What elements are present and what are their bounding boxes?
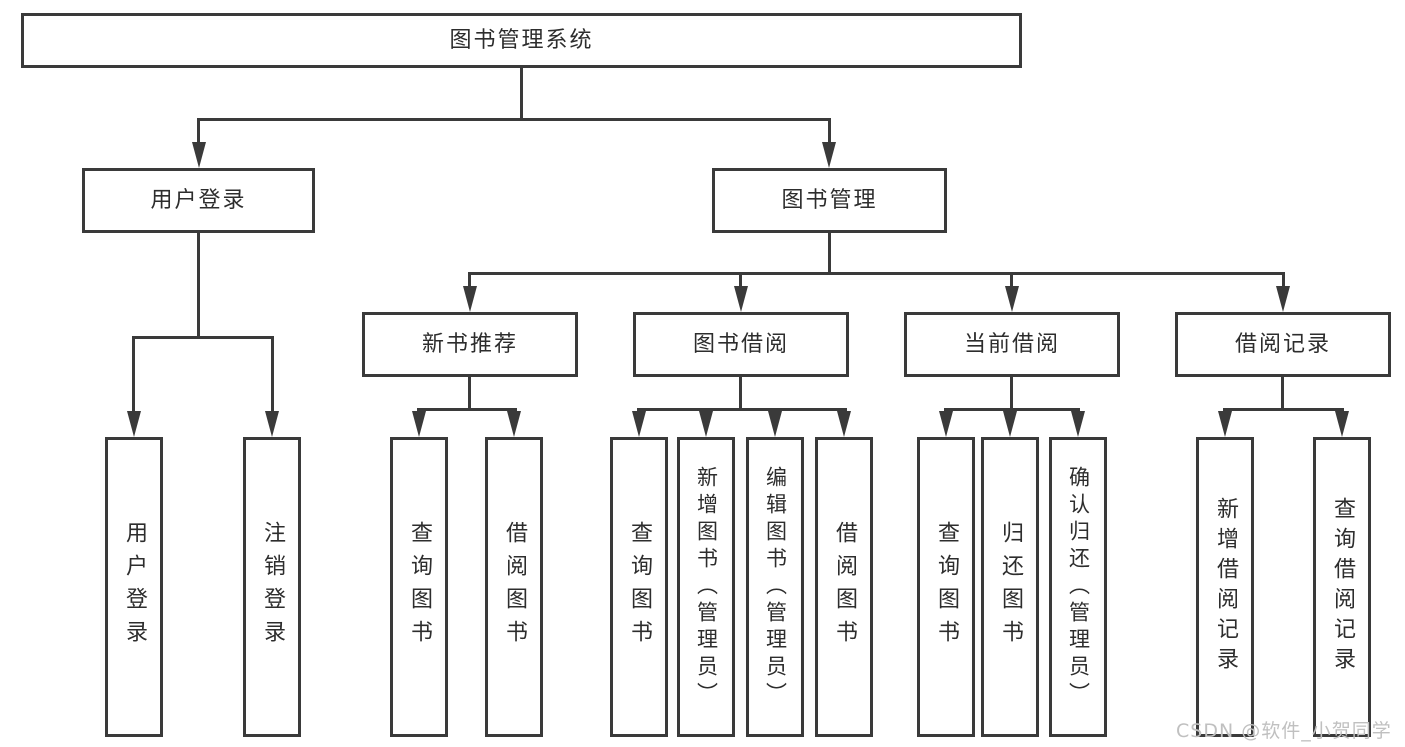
connector-borrow-records-stem: [1281, 377, 1284, 410]
connector-drop-leaf-login: [132, 336, 135, 416]
leaf-query-books-recommend: 查询图书: [390, 437, 448, 737]
connector-level3-bar: [468, 272, 1285, 275]
connector-book-management-stem: [828, 233, 831, 275]
leaf-logout: 注销登录: [243, 437, 301, 737]
csdn-watermark: CSDN @软件_小贺同学: [1176, 720, 1392, 742]
connector-user-login-bar: [132, 336, 274, 339]
node-book-management: 图书管理: [712, 168, 947, 233]
connector-book-borrow-bar: [637, 408, 847, 411]
connector-drop-book-management: [828, 118, 831, 148]
connector-new-book-stem: [468, 377, 471, 410]
arrowhead-add-borrow-record: [1218, 411, 1232, 437]
arrowhead-query-books-borrow: [632, 411, 646, 437]
arrowhead-new-book: [463, 286, 477, 312]
connector-drop-new-book: [468, 272, 471, 288]
connector-drop-leaf-logout: [271, 336, 274, 416]
leaf-return-books: 归还图书: [981, 437, 1039, 737]
arrowhead-leaf-logout: [265, 411, 279, 437]
connector-book-borrow-stem: [739, 377, 742, 410]
leaf-confirm-return-admin: 确认归还（管理员）: [1049, 437, 1107, 737]
arrowhead-current-borrow: [1005, 286, 1019, 312]
arrowhead-confirm-return: [1071, 411, 1085, 437]
node-user-login: 用户登录: [82, 168, 315, 233]
leaf-query-books-borrow: 查询图书: [610, 437, 668, 737]
connector-root-stem: [520, 68, 523, 118]
leaf-borrow-books-recommend: 借阅图书: [485, 437, 543, 737]
connector-user-login-stem: [197, 233, 200, 339]
leaf-query-borrow-record: 查询借阅记录: [1313, 437, 1371, 737]
node-root: 图书管理系统: [21, 13, 1022, 68]
connector-current-borrow-stem: [1010, 377, 1013, 410]
connector-drop-book-borrow: [739, 272, 742, 288]
arrowhead-borrow-books-recommend: [507, 411, 521, 437]
connector-borrow-records-bar: [1223, 408, 1344, 411]
arrowhead-leaf-login: [127, 411, 141, 437]
arrowhead-query-books-current: [939, 411, 953, 437]
arrowhead-add-books-admin: [699, 411, 713, 437]
leaf-add-books-admin: 新增图书（管理员）: [677, 437, 735, 737]
arrowhead-return-books: [1003, 411, 1017, 437]
connector-new-book-bar: [417, 408, 517, 411]
arrowhead-edit-books-admin: [768, 411, 782, 437]
leaf-query-books-current: 查询图书: [917, 437, 975, 737]
leaf-add-borrow-record: 新增借阅记录: [1196, 437, 1254, 737]
leaf-edit-books-admin: 编辑图书（管理员）: [746, 437, 804, 737]
arrowhead-query-borrow-record: [1335, 411, 1349, 437]
node-current-borrow: 当前借阅: [904, 312, 1120, 377]
arrowhead-user-login: [192, 142, 206, 168]
connector-drop-current-borrow: [1010, 272, 1013, 288]
arrowhead-query-books-recommend: [412, 411, 426, 437]
leaf-borrow-books: 借阅图书: [815, 437, 873, 737]
arrowhead-borrow-books: [837, 411, 851, 437]
leaf-user-login: 用户登录: [105, 437, 163, 737]
node-book-borrow: 图书借阅: [633, 312, 849, 377]
arrowhead-book-borrow: [734, 286, 748, 312]
connector-drop-borrow-records: [1282, 272, 1285, 288]
connector-current-borrow-bar: [944, 408, 1080, 411]
connector-drop-user-login: [197, 118, 200, 148]
node-borrow-records: 借阅记录: [1175, 312, 1391, 377]
arrowhead-book-management: [822, 142, 836, 168]
arrowhead-borrow-records: [1276, 286, 1290, 312]
node-new-book-recommend: 新书推荐: [362, 312, 578, 377]
connector-level2-bar: [197, 118, 831, 121]
